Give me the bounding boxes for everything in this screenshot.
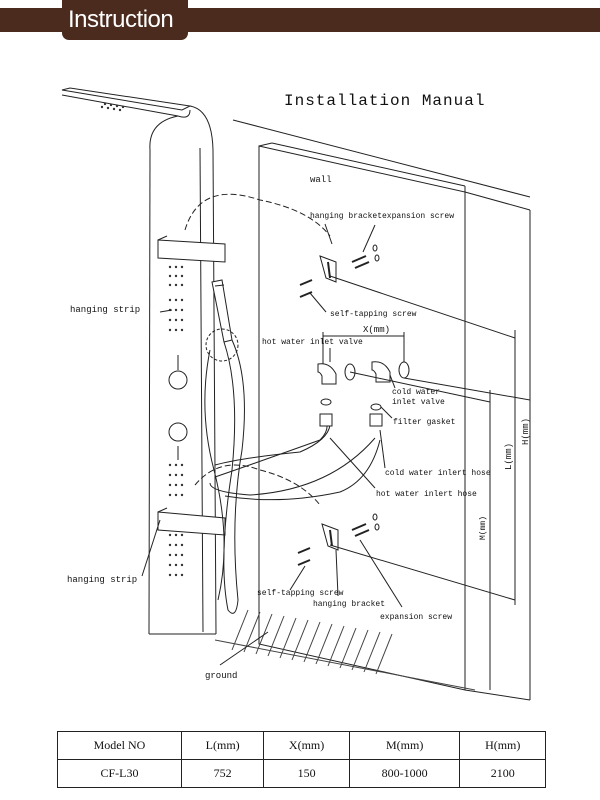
table-header-row: Model NO L(mm) X(mm) M(mm) H(mm) <box>57 731 546 760</box>
top-mount-arc <box>184 193 331 237</box>
hanging-bracket-bottom <box>321 523 339 551</box>
expansion-screws-top <box>351 244 380 269</box>
hot-water-inlet-valve-label: hot water inlet valve <box>262 338 363 347</box>
self-tapping-screw-top-label: self-tapping screw <box>330 310 417 319</box>
shower-panel <box>61 87 217 635</box>
table-cell: 2100 <box>459 759 546 788</box>
bracket-top-leader <box>324 223 333 245</box>
bottom-mount-arc <box>194 464 321 506</box>
wall-label: wall <box>310 175 332 185</box>
cold-hose-leader <box>379 429 386 469</box>
hanging-strip-top <box>157 235 226 263</box>
m-dim-label: M(mm) <box>479 516 488 540</box>
hanging-bracket-bottom-label: hanging bracket <box>313 600 385 609</box>
expansion-screw-bottom-label: expansion screw <box>380 613 452 622</box>
header-cell: Model NO <box>57 731 182 760</box>
filter-gasket-hot <box>320 398 332 406</box>
header-cell: H(mm) <box>459 731 546 760</box>
ground-leader <box>219 631 269 666</box>
hanging-strip-bottom-label: hanging strip <box>67 575 137 585</box>
page-title: Instruction <box>68 6 174 33</box>
header-cell: L(mm) <box>180 731 265 760</box>
cold-water-inlet-hose-label: cold water inlert hose <box>385 469 491 478</box>
expansion-screw-top-label: expansion screw <box>382 212 454 221</box>
expansion-bottom-leader <box>359 539 403 608</box>
table-cell: 752 <box>180 759 265 788</box>
hanging-strip-top-leader <box>159 309 173 313</box>
bracket-bottom-leader <box>335 549 339 597</box>
hot-hose-nut <box>319 413 333 427</box>
h-dim-label: H(mm) <box>521 418 531 445</box>
hanging-bracket-top <box>319 255 337 283</box>
hot-water-valve <box>317 363 356 385</box>
table-row: CF-L30 752 150 800-1000 2100 <box>57 759 546 788</box>
ground-label: ground <box>205 671 237 681</box>
connection-pipes <box>209 419 381 501</box>
hanging-strip-bottom-leader <box>141 519 161 577</box>
x-dim-label: X(mm) <box>363 325 390 335</box>
cold-hose-nut <box>369 413 383 427</box>
self-tap-top-leader <box>309 292 327 313</box>
specs-table: Model NO L(mm) X(mm) M(mm) H(mm) CF-L30 … <box>57 731 546 788</box>
header-cell: M(mm) <box>348 731 461 760</box>
cold-water-inlet-valve-label-1: cold water <box>392 388 440 397</box>
cold-water-valve <box>371 361 410 383</box>
expansion-screws-bottom <box>351 513 380 537</box>
hand-shower <box>204 279 245 614</box>
manual-title: Installation Manual <box>284 92 485 110</box>
hanging-bracket-top-label: hanging bracket <box>310 212 382 221</box>
table-cell: 800-1000 <box>348 759 461 788</box>
l-dim-label: L(mm) <box>504 443 514 470</box>
table-cell: 150 <box>263 759 350 788</box>
installation-diagram: Installation Manual wall ground <box>61 87 531 701</box>
hot-hose-leader <box>329 437 376 489</box>
hot-water-inlet-hose-label: hot water inlert hose <box>376 490 477 499</box>
cold-water-inlet-valve-label-2: inlet valve <box>392 398 445 407</box>
header-cell: X(mm) <box>263 731 350 760</box>
filter-gasket-leader <box>380 406 393 419</box>
hanging-strip-top-label: hanging strip <box>70 305 140 315</box>
header-tab <box>62 0 188 40</box>
self-tapping-screws-bottom <box>297 547 311 566</box>
self-tapping-screws-top <box>299 279 313 298</box>
ground-hatch <box>214 609 476 691</box>
expansion-top-leader <box>362 224 376 253</box>
self-tap-bottom-leader <box>289 565 306 591</box>
self-tapping-screw-bottom-label: self-tapping screw <box>257 589 344 598</box>
right-dimensions <box>329 210 531 701</box>
table-cell: CF-L30 <box>57 759 182 788</box>
filter-gasket-label: filter gasket <box>393 418 455 427</box>
